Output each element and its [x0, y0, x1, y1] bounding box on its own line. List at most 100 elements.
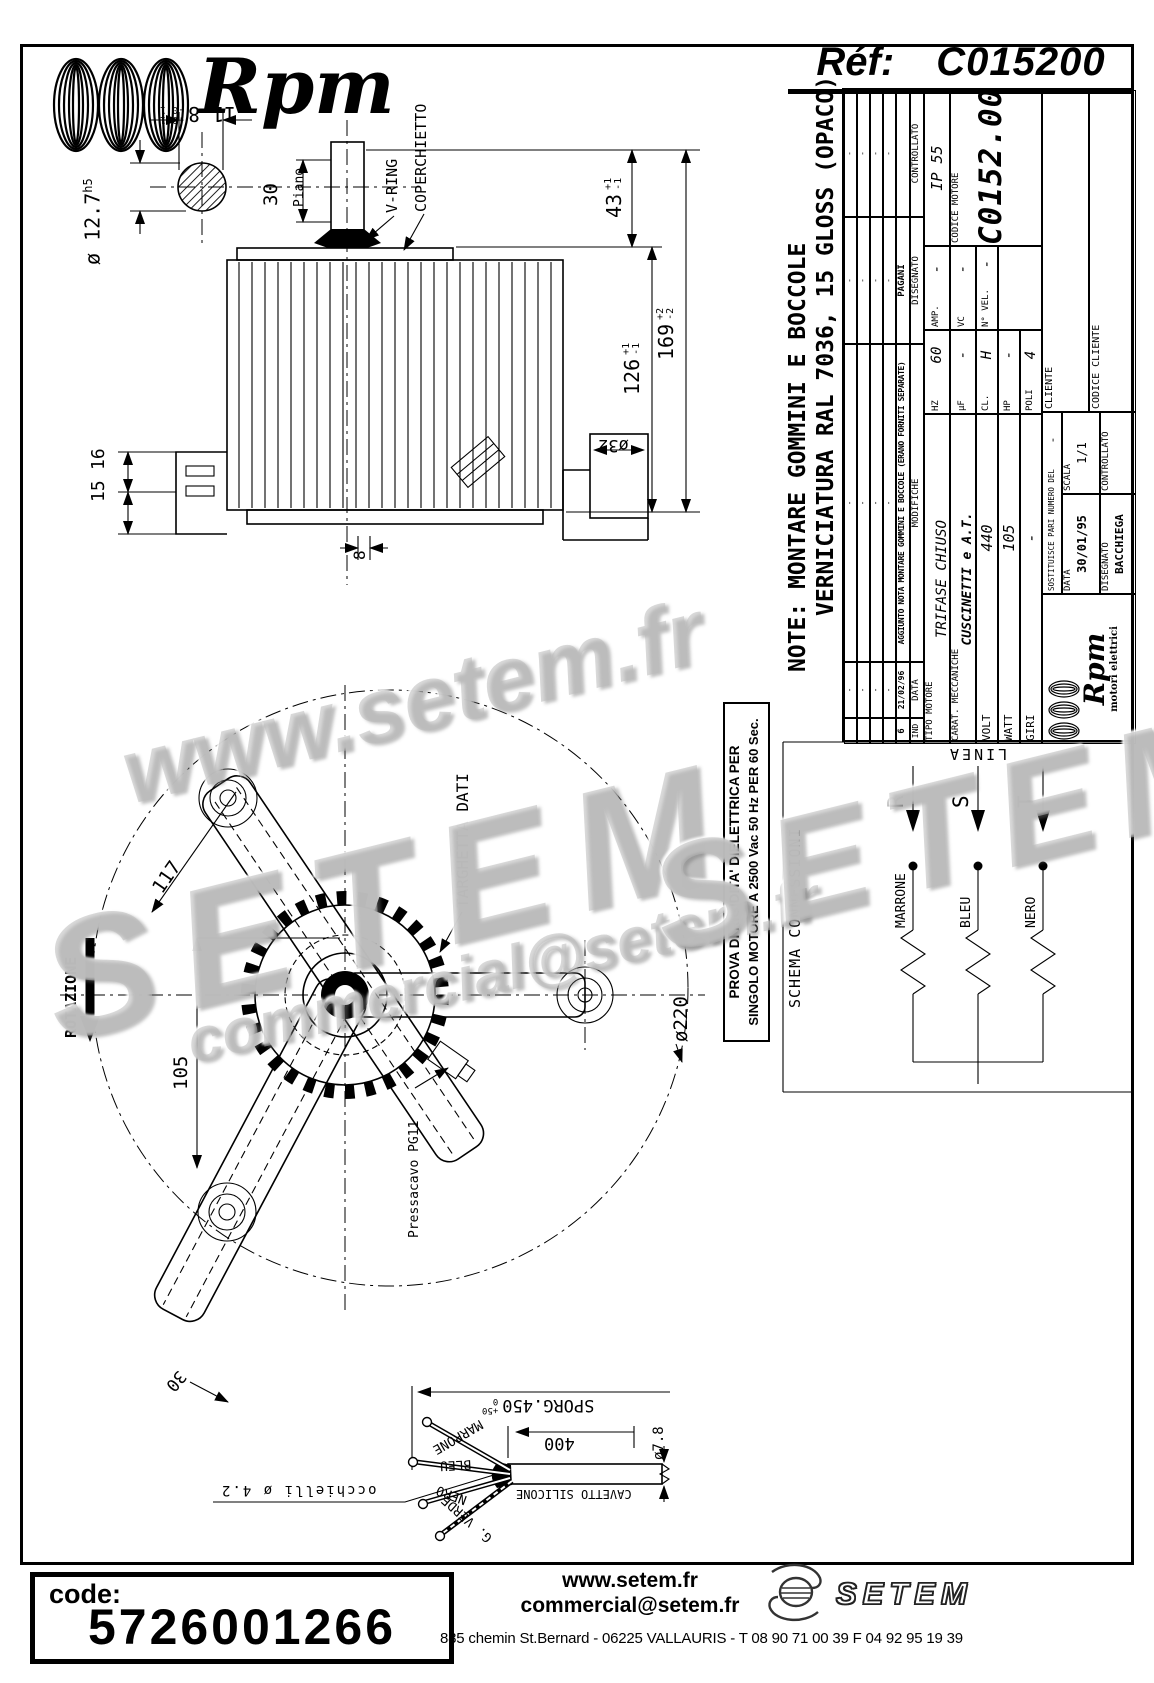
- mod-row-cell: -: [844, 662, 857, 718]
- footer-contact: www.setem.fr commercial@setem.fr: [420, 1568, 840, 1618]
- mod-active-ind: 6: [896, 718, 910, 744]
- mod-row-cell: [844, 718, 857, 744]
- mod-row-cell: -: [870, 90, 883, 217]
- schema-wire-bleu: BLEU: [959, 896, 974, 928]
- scala-cell: SCALA 1/1: [1062, 412, 1100, 494]
- label-cavetto-silicone: CAVETTO SILICONE: [516, 1487, 632, 1501]
- mod-header-ind: IND: [910, 718, 924, 744]
- dim-o220: ø220: [670, 996, 692, 1042]
- dim-400: 400: [544, 1433, 575, 1453]
- ref-value: C015200: [936, 40, 1106, 84]
- label-coperchietto: COPERCHIETTO: [412, 103, 430, 212]
- mod-row-cell: -: [883, 217, 896, 344]
- mod-active-disegnato: PAGANI: [896, 217, 910, 344]
- setem-brand-text: SETEM: [835, 1575, 973, 1612]
- hz-cell: HZ 60: [924, 330, 950, 414]
- poli-cell: POLI 4: [1020, 330, 1042, 414]
- dim-8: 8: [350, 550, 369, 560]
- amp-cell: AMP. -: [924, 246, 950, 330]
- rpm-block-sub: motori elettrici: [1109, 626, 1120, 712]
- mod-row-cell: -: [844, 344, 857, 662]
- flange-front-view: [60, 685, 705, 1403]
- prova-box: PROVA DI RIGIDITA' DIELETTRICA PER SINGO…: [723, 702, 770, 1042]
- hp-cell: HP -: [998, 330, 1020, 414]
- uf-cell: µF -: [950, 330, 976, 414]
- mod-row-cell: -: [857, 90, 870, 217]
- mod-row-cell: -: [883, 90, 896, 217]
- rpm-mini-coils: [1048, 680, 1080, 740]
- dim-12-7: ø 12.7h5: [80, 178, 105, 265]
- motor-side-view: [118, 112, 700, 585]
- dim-16: 16: [88, 448, 109, 470]
- schema-phase-t: T: [1014, 795, 1038, 808]
- reference-header: Réf: C015200: [788, 40, 1134, 94]
- giri-cell: GIRI -: [1020, 414, 1042, 744]
- codice-motore-cell: CODICE MOTORE C0152.00: [950, 90, 1042, 246]
- mod-row-cell: -: [870, 662, 883, 718]
- carat-meccaniche-cell: CARAT. MECCANICHE CUSCINETTI e A.T.: [950, 414, 976, 744]
- mod-row-cell: -: [857, 662, 870, 718]
- nvel-cell: N° VEL. -: [976, 246, 998, 330]
- mod-header-disegnato: DISEGNATO: [910, 217, 924, 344]
- ref-label: Réf:: [816, 40, 895, 84]
- label-targhetta-dati: TARGHETTA DATI: [453, 773, 472, 908]
- dim-43: 43 +1-1: [602, 177, 626, 218]
- title-block: - - - - - - - - - - - - - - - - 6 21/02/…: [842, 88, 1136, 744]
- mod-row-cell: [883, 718, 896, 744]
- rpm-coils-logo: [52, 57, 190, 153]
- mod-active-desc: AGGIUNTO NOTA MONTARE GOMMINI E BOCCOLE …: [896, 344, 910, 662]
- label-rotazione: ROTAZIONE: [62, 956, 80, 1038]
- watt-cell: WATT 105: [998, 414, 1020, 744]
- vc-cell: VC -: [950, 246, 976, 330]
- label-wire-bleu: BLEU: [439, 1456, 472, 1473]
- code-value: 5726001266: [87, 1599, 397, 1655]
- footer-address: 885 chemin St.Bernard - 06225 VALLAURIS …: [440, 1630, 963, 1647]
- mod-row-cell: -: [870, 344, 883, 662]
- cl-cell: CL. H: [976, 330, 998, 414]
- mod-row-cell: [870, 718, 883, 744]
- schema-linea: LINEA: [947, 745, 1008, 763]
- prova-line1: PROVA DI RIGIDITA' DIELETTRICA PER: [727, 745, 742, 999]
- mod-row-cell: -: [883, 344, 896, 662]
- controllato-cell: CONTROLLATO: [1100, 412, 1136, 494]
- rpm-block: Rpm motori elettrici: [1042, 594, 1136, 744]
- code-box: code: 5726001266: [30, 1572, 454, 1664]
- mod-row-cell: [857, 718, 870, 744]
- code-label: code:: [49, 1579, 122, 1609]
- dim-169: 169 +2-2: [654, 307, 678, 360]
- disegnato-cell: DISEGNATO BACCHIEGA: [1100, 494, 1136, 594]
- mod-row-cell: -: [883, 662, 896, 718]
- mod-row-cell: -: [857, 217, 870, 344]
- mod-row-cell: -: [844, 217, 857, 344]
- schema-phase-s: S: [949, 795, 973, 808]
- mod-header-modifiche: MODIFICHE: [910, 344, 924, 662]
- schema-phase-r: R: [884, 795, 908, 808]
- ip-cell: IP 55: [924, 90, 950, 246]
- prova-line2: SINGOLO MOTORE A 2500 Vac 50 Hz PER 60 S…: [746, 718, 761, 1026]
- schema-wire-nero: NERO: [1024, 896, 1039, 928]
- mod-header-controllato: CONTROLLATO: [910, 90, 924, 217]
- label-occhielli: occhielli ø 4.2: [220, 1482, 377, 1498]
- mod-row-cell: -: [857, 344, 870, 662]
- setem-swirl-logo: [768, 1563, 822, 1621]
- label-piano: Piano: [292, 167, 307, 207]
- note-line1: NOTE: MONTARE GOMMINI E BOCCOLE: [785, 242, 811, 672]
- dim-o7-8: ø7.8: [651, 1426, 667, 1460]
- data-cell: DATA 30/01/95: [1062, 494, 1100, 594]
- footer-email: commercial@setem.fr: [520, 1594, 740, 1617]
- schema-wire-marrone: MARRONE: [894, 873, 909, 928]
- mod-row-cell: -: [870, 217, 883, 344]
- label-pressacavo: Pressacavo PG11: [407, 1120, 422, 1238]
- dim-15: 15: [88, 480, 109, 502]
- sostituisce-cell: SOSTITUISCE PARI NUMERO DEL -: [1042, 412, 1062, 594]
- cliente-cell: CLIENTE: [1042, 90, 1089, 412]
- tipo-motore-cell: TIPO MOTORE TRIFASE CHIUSO: [924, 414, 950, 744]
- mod-active-controllato: [896, 90, 910, 217]
- volt-cell: VOLT 440: [976, 414, 998, 744]
- mod-active-date: 21/02/96: [896, 662, 910, 718]
- cable-detail: [213, 1386, 671, 1542]
- rpm-block-name: Rpm: [1078, 632, 1111, 706]
